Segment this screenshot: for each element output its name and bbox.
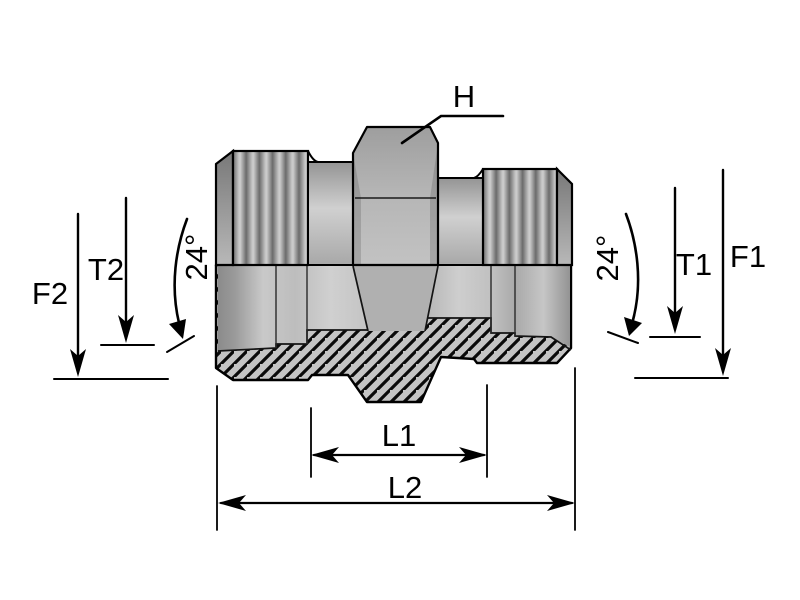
fitting-section-lower-half (214, 263, 573, 404)
angle-right-chamfer-tick (607, 331, 639, 344)
hex-lower-facet (353, 266, 438, 331)
dim-f1: F1 (634, 168, 766, 379)
f1-arrowhead (715, 348, 731, 376)
right-end-face (555, 166, 574, 267)
fitting-external-upper-half (214, 125, 574, 267)
angle-right-arrowhead (624, 317, 642, 336)
angle-right-label: 24° (590, 235, 625, 282)
dim-t1: T1 (649, 186, 712, 338)
hex-label: H (453, 79, 475, 114)
left-groove-fillet (307, 150, 319, 163)
angle-right-arc-arrow (624, 212, 640, 322)
left-relief-groove (307, 161, 354, 266)
dim-l2: L2 (216, 367, 576, 531)
hex-leader-line (400, 114, 505, 145)
l1-arrowhead-right (459, 447, 487, 463)
t2-arrowhead (118, 315, 134, 343)
hex-left-shade (353, 153, 361, 265)
angle-left-label: 24° (179, 234, 214, 281)
dim-t2: T2 (88, 196, 155, 346)
callout-hex: H (400, 79, 505, 145)
hex-lower-facet-edges (352, 265, 439, 332)
l1-label: L1 (382, 418, 416, 453)
f2-arrowhead (70, 349, 86, 377)
l2-label: L2 (388, 470, 422, 505)
l1-arrowhead-left (311, 447, 339, 463)
f2-label: F2 (32, 276, 68, 311)
l2-arrowhead-left (218, 495, 246, 511)
f1-label: F1 (730, 239, 766, 274)
dim-f2: F2 (32, 212, 169, 380)
t1-arrowhead (667, 306, 683, 334)
angle-callout-right: 24° (590, 212, 642, 344)
t1-label: T1 (676, 247, 712, 282)
l2-arrowhead-right (547, 495, 575, 511)
angle-left-arc-arrow (173, 217, 189, 325)
hex-right-shade (430, 143, 438, 265)
annotations: H F2 T2 24° 24° T1 (32, 79, 766, 531)
dim-l1: L1 (310, 384, 488, 478)
angle-callout-left: 24° (166, 217, 214, 353)
t2-label: T2 (88, 252, 124, 287)
left-male-thread (231, 149, 310, 267)
hex-body (351, 125, 440, 267)
right-male-thread (481, 167, 559, 267)
angle-left-arrowhead (169, 319, 186, 339)
angle-left-chamfer-tick (166, 335, 195, 353)
left-end-face (214, 148, 235, 267)
right-relief-groove (437, 177, 484, 266)
